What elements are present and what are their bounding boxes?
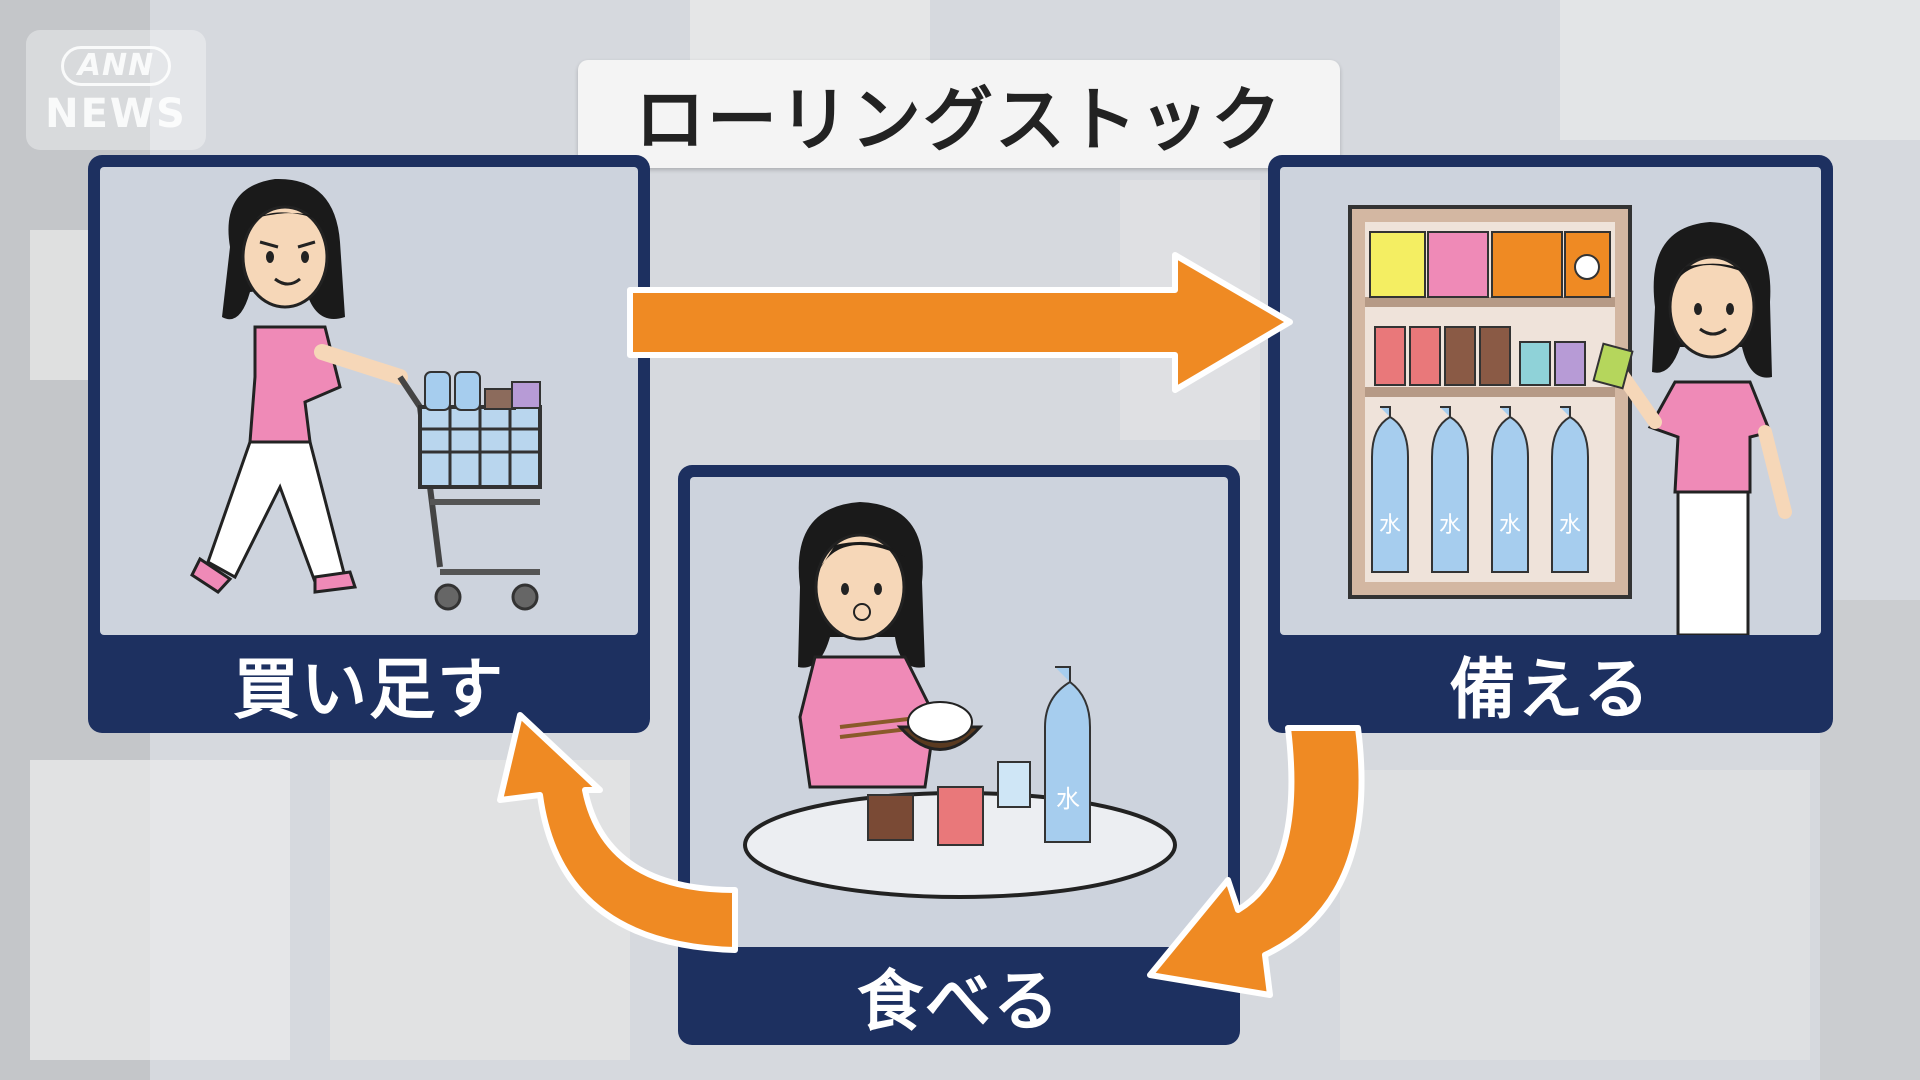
woman-with-cart-illustration — [190, 178, 542, 611]
woman-with-shelf-illustration: 水 水 水 水 — [1348, 205, 1792, 635]
panel-stock-label: 備える — [1449, 651, 1652, 728]
panel-eat-label: 食べる — [857, 963, 1061, 1040]
woman-eating-illustration: 水 — [743, 502, 1177, 899]
bottle-mark: 水 — [1379, 513, 1401, 538]
panel-stock: 水 水 水 水 備える — [1268, 155, 1833, 733]
bottle-mark: 水 — [1499, 513, 1521, 538]
stockpile-scene: 水 水 水 水 — [1280, 167, 1821, 635]
shopping-scene — [100, 167, 638, 635]
logo-text-news: NEWS — [45, 91, 187, 137]
panel-buy-label: 買い足す — [233, 651, 505, 728]
panel-buy: 買い足す — [88, 155, 650, 733]
bottle-mark: 水 — [1056, 785, 1080, 813]
logo-text-ann: ANN — [60, 46, 172, 86]
ann-news-logo: ANN NEWS — [26, 30, 206, 150]
bottle-mark: 水 — [1439, 513, 1461, 538]
diagram-title: ローリングストック — [578, 60, 1340, 168]
eating-scene: 水 — [690, 477, 1228, 947]
panel-eat: 水 食べる — [678, 465, 1240, 1045]
bottle-mark: 水 — [1559, 513, 1581, 538]
